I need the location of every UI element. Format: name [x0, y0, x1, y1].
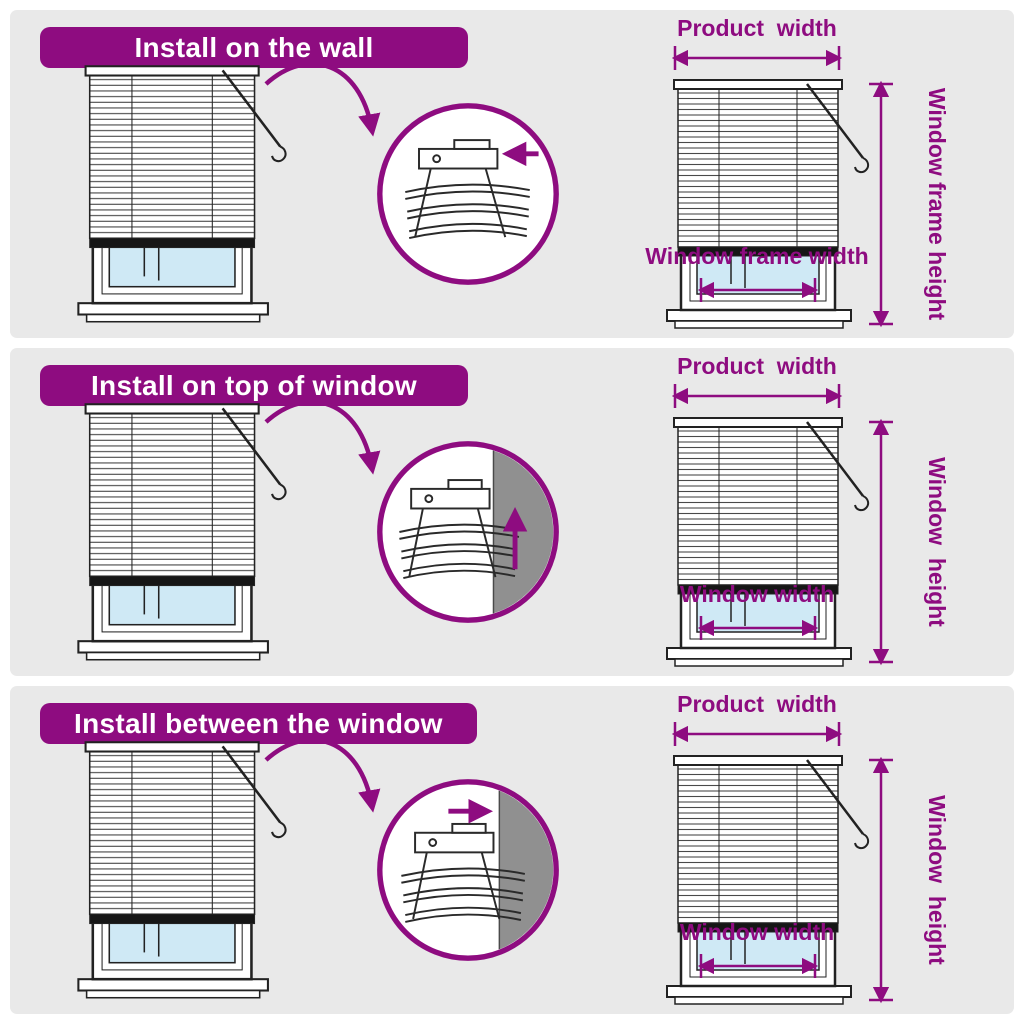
- between-mount-detail: [380, 782, 556, 958]
- panel-title: Install on top of window: [90, 369, 418, 401]
- width-arrow: [697, 616, 819, 640]
- height-label: Window height: [924, 795, 950, 965]
- measurement-figure: Product width Window height Window width: [665, 353, 950, 668]
- panel-title-banner: Install on the wall: [40, 27, 468, 68]
- panel-title-banner: Install between the window: [40, 703, 477, 744]
- mounting-detail-circle: [370, 434, 566, 630]
- product-width-label: Product width: [677, 691, 837, 717]
- height-arrow: [869, 418, 893, 666]
- height-arrow: [869, 80, 893, 328]
- top-mount-detail: [380, 444, 556, 620]
- height-arrow: [869, 756, 893, 1004]
- panel-title-banner: Install on top of window: [40, 365, 468, 406]
- measurement-figure: Product width Window height Window width: [665, 691, 950, 1006]
- width-label: Window width: [680, 581, 834, 607]
- window-blind-drawing: [78, 404, 285, 659]
- panel-install-on-wall: Install on the wall Product width Window…: [10, 10, 1014, 338]
- wall-mount-detail: [380, 106, 556, 282]
- mounting-detail-circle: [370, 96, 566, 292]
- panel-install-between: Install between the window Product width…: [10, 686, 1014, 1014]
- panel-title: Install on the wall: [134, 31, 374, 63]
- panel-install-on-top: Install on top of window Product width W…: [10, 348, 1014, 676]
- height-label: Window height: [924, 457, 950, 627]
- product-width-arrow: [671, 384, 843, 408]
- curved-pointer-arrow: [264, 399, 381, 475]
- product-width-arrow: [671, 722, 843, 746]
- curved-pointer-arrow: [264, 737, 381, 813]
- curved-pointer-arrow: [264, 61, 381, 137]
- height-label: Window frame height: [924, 88, 950, 321]
- product-width-label: Product width: [677, 353, 837, 379]
- width-arrow: [697, 954, 819, 978]
- measurement-figure: Product width Window frame height Window…: [645, 15, 950, 330]
- window-blind-drawing: [78, 66, 285, 321]
- width-label: Window width: [680, 919, 834, 945]
- product-width-arrow: [671, 46, 843, 70]
- width-arrow: [697, 278, 819, 302]
- width-label: Window frame width: [645, 243, 868, 269]
- product-width-label: Product width: [677, 15, 837, 41]
- mounting-detail-circle: [370, 772, 566, 968]
- window-blind-drawing: [78, 742, 285, 997]
- panel-title: Install between the window: [74, 707, 443, 739]
